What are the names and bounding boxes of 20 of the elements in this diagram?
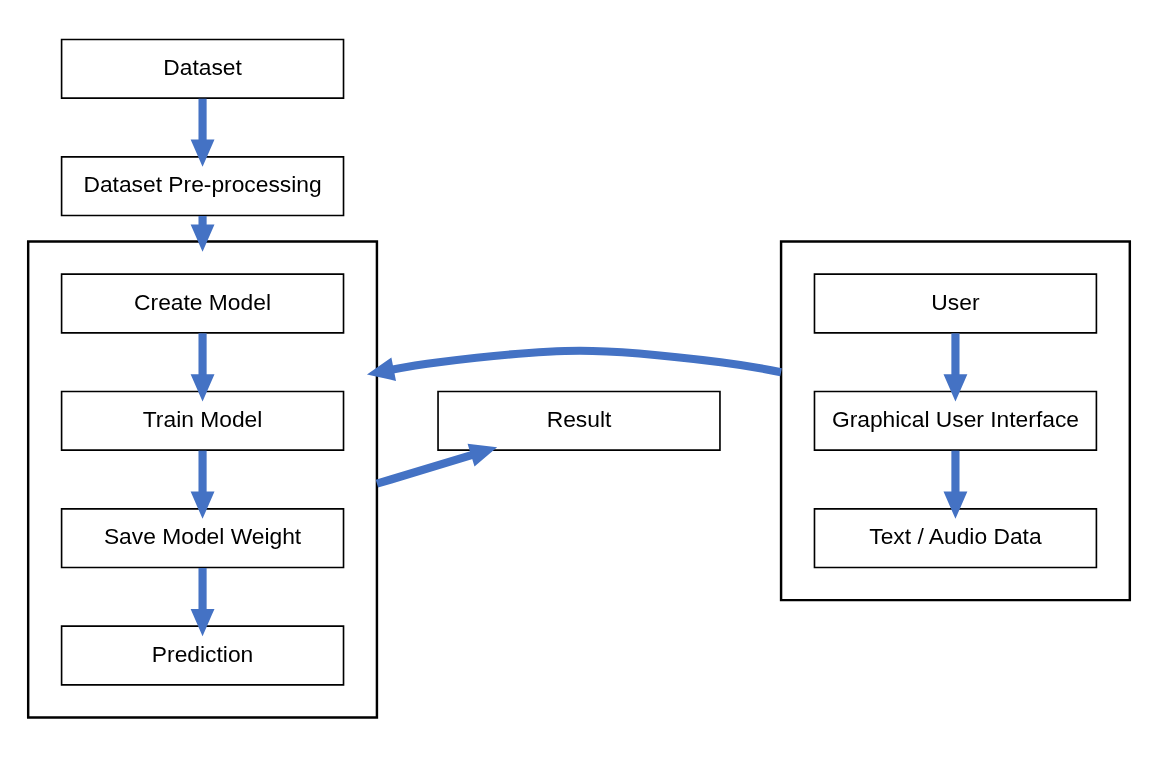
node-box: Dataset Pre-processing [60,155,345,216]
node-box: Text / Audio Data [813,507,1098,568]
arrow [943,332,968,402]
arrow [943,450,968,519]
arrow [190,450,215,519]
arrow [375,443,498,488]
node-box: Prediction [60,624,345,686]
node-box: User [813,272,1098,334]
arrow [190,332,215,402]
cluster [26,239,379,719]
cluster [779,239,1132,601]
node-box: Train Model [60,390,345,451]
node-box: Graphical User Interface [813,390,1098,451]
node-box: Create Model [60,272,345,334]
node-box: Dataset [60,38,345,99]
arrow [366,346,782,381]
node-box: Result [437,390,721,451]
arrow [190,567,215,636]
node-box: Save Model Weight [60,507,345,568]
arrow [190,98,215,167]
